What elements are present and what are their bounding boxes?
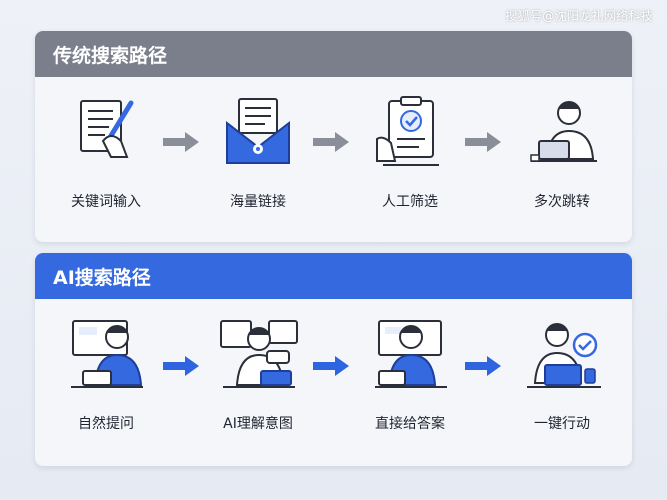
person-asking-icon xyxy=(61,311,151,401)
person-answer-icon xyxy=(365,311,455,401)
step-label: 人工筛选 xyxy=(382,194,438,210)
step-keyword-input: 关键词输入 xyxy=(51,89,161,211)
traditional-search-section: 传统搜索路径 关键词输入 xyxy=(35,31,632,242)
gray-arrow xyxy=(311,131,351,153)
document-pen-icon xyxy=(61,89,151,179)
step-label: 海量链接 xyxy=(230,194,286,210)
ai-search-section: AI搜索路径 自然提问 xyxy=(35,253,632,466)
step-label: 关键词输入 xyxy=(71,194,141,210)
step-label: 直接给答案 xyxy=(375,416,445,432)
blue-arrow xyxy=(161,355,201,377)
step-multiple-jumps: 多次跳转 xyxy=(507,89,617,211)
step-massive-links: 海量链接 xyxy=(203,89,313,211)
step-label: 自然提问 xyxy=(78,416,134,432)
blue-arrow xyxy=(311,355,351,377)
watermark: 搜狐号@沈阳龙礼网络科技 xyxy=(505,9,653,23)
person-laptop-icon xyxy=(517,89,607,179)
clipboard-check-icon xyxy=(365,89,455,179)
step-ai-understand-intent: AI理解意图 xyxy=(203,311,313,433)
step-natural-question: 自然提问 xyxy=(51,311,161,433)
traditional-steps: 关键词输入 海量链接 xyxy=(35,77,632,242)
ai-search-title: AI搜索路径 xyxy=(35,253,632,299)
gray-arrow xyxy=(161,131,201,153)
ai-understanding-icon xyxy=(213,311,303,401)
step-label: 多次跳转 xyxy=(534,194,590,210)
ai-steps: 自然提问 AI理解意图 xyxy=(35,299,632,466)
traditional-search-title: 传统搜索路径 xyxy=(35,31,632,77)
step-label: 一键行动 xyxy=(534,416,590,432)
gray-arrow xyxy=(463,131,503,153)
step-label: AI理解意图 xyxy=(223,416,293,432)
step-direct-answer: 直接给答案 xyxy=(355,311,465,433)
envelope-links-icon xyxy=(213,89,303,179)
blue-arrow xyxy=(463,355,503,377)
step-manual-filter: 人工筛选 xyxy=(355,89,465,211)
step-one-click-action: 一键行动 xyxy=(507,311,617,433)
person-check-icon xyxy=(517,311,607,401)
